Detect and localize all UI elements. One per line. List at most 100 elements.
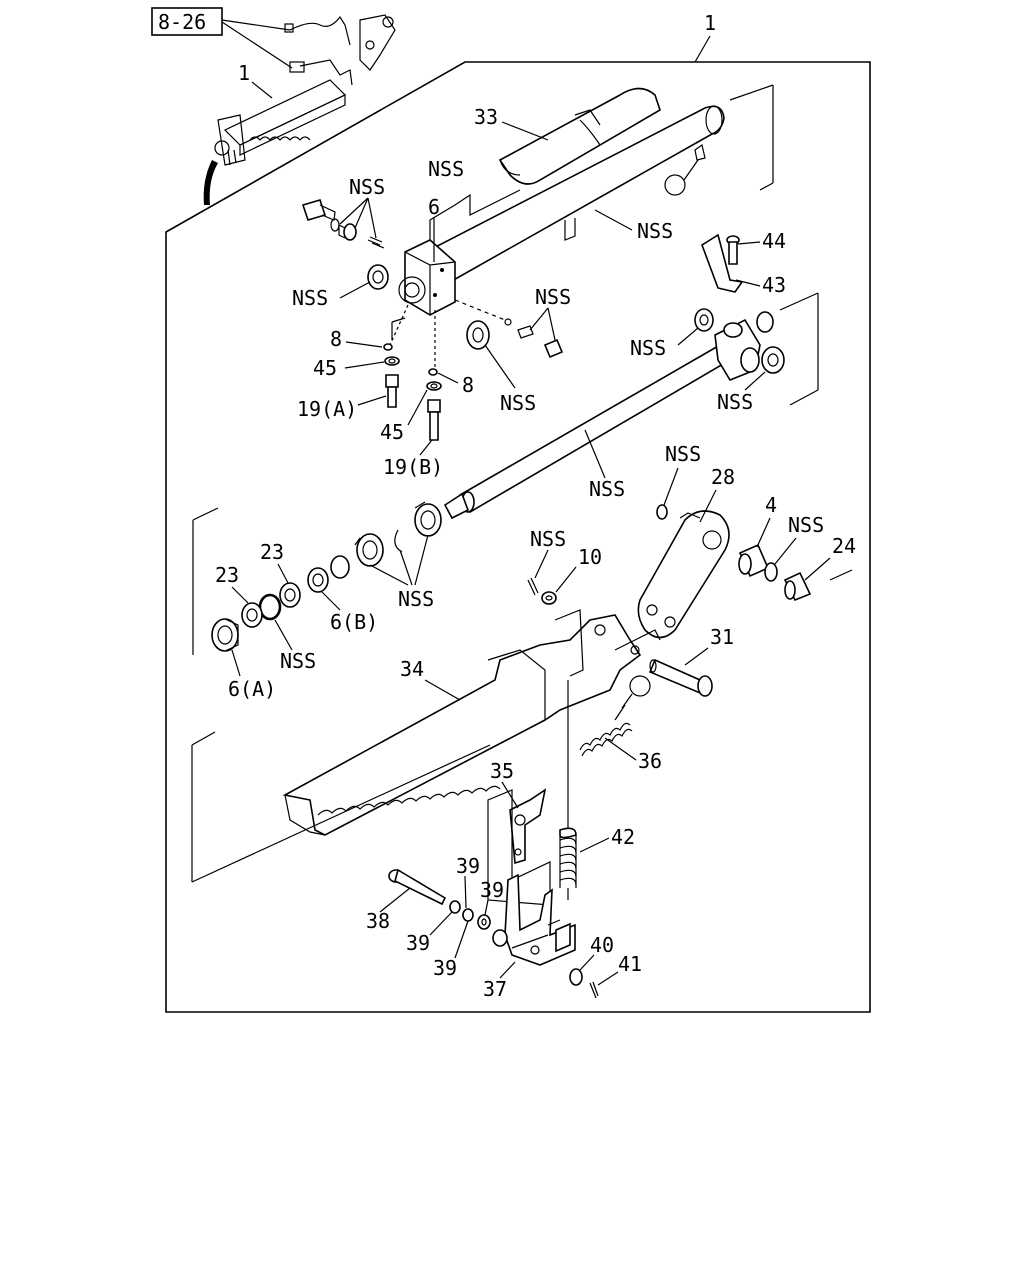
label-34: 34 xyxy=(400,657,424,681)
leader-6a xyxy=(231,649,241,677)
leader-39-b xyxy=(484,899,489,916)
part-31-pin[interactable] xyxy=(648,658,713,697)
part-40-washer[interactable] xyxy=(569,968,583,986)
t-joint[interactable] xyxy=(714,318,761,381)
leader-nss-t-bottom xyxy=(744,371,766,391)
dashed-line-19a xyxy=(389,304,409,346)
leader-nss-bushings-1 xyxy=(414,534,429,586)
bushing-nss-1[interactable] xyxy=(414,501,442,537)
part-6a[interactable] xyxy=(211,618,239,652)
leader-nss-plug-1 xyxy=(529,307,549,331)
leader-23-a xyxy=(231,586,249,604)
label-nss-t-bottom: NSS xyxy=(717,390,753,414)
part-19b-fitting[interactable] xyxy=(427,399,441,441)
leader-44 xyxy=(737,241,761,245)
label-45-b: 45 xyxy=(380,420,404,444)
ring-nss[interactable] xyxy=(394,529,403,553)
upper-tube[interactable] xyxy=(419,105,725,283)
leader-35 xyxy=(501,781,519,809)
part-45-b[interactable] xyxy=(426,381,442,391)
reference-circle-a-mid xyxy=(629,675,651,697)
seal-t-bottom[interactable] xyxy=(761,346,785,374)
leader-8-b xyxy=(437,372,459,384)
split-pin-nss[interactable] xyxy=(527,577,539,596)
leader-38 xyxy=(379,887,411,913)
bracket-right-lower xyxy=(829,569,853,581)
part-19a-fitting[interactable] xyxy=(385,374,399,408)
part-36-spring[interactable] xyxy=(579,704,633,757)
leader-40 xyxy=(579,954,595,971)
leader-28 xyxy=(699,489,717,523)
washer-left[interactable] xyxy=(367,264,389,290)
leader-34 xyxy=(424,679,461,701)
label-43: 43 xyxy=(762,273,786,297)
part-35-bracket[interactable] xyxy=(509,788,547,865)
part-24-bushing[interactable] xyxy=(783,571,812,602)
part-39-c[interactable] xyxy=(477,914,491,930)
part-10-washer[interactable] xyxy=(541,591,557,605)
bracket-right-top-b xyxy=(759,182,774,191)
part-23-b[interactable] xyxy=(279,582,301,608)
part-23-a[interactable] xyxy=(241,602,263,628)
part-33-cover[interactable] xyxy=(498,87,661,185)
leader-assembly xyxy=(694,35,711,63)
bracket-right-top xyxy=(729,84,774,101)
leader-39-c xyxy=(429,911,453,936)
label-39-b: 39 xyxy=(480,878,504,902)
seal-center[interactable] xyxy=(466,320,490,350)
label-nss-tube: NSS xyxy=(637,219,673,243)
label-28: 28 xyxy=(711,465,735,489)
label-nss-t-left: NSS xyxy=(630,336,666,360)
seal-t-right[interactable] xyxy=(756,311,774,333)
long-shaft[interactable] xyxy=(443,343,732,520)
part-6b[interactable] xyxy=(307,567,329,593)
label-nss-4: NSS xyxy=(788,513,824,537)
part-37-bracket[interactable] xyxy=(504,873,576,966)
part-42-spring[interactable] xyxy=(559,827,577,900)
label-nss-shaft: NSS xyxy=(589,477,625,501)
leader-39-d xyxy=(454,920,469,959)
valve-block[interactable] xyxy=(398,189,521,316)
leader-nss-bolts-1 xyxy=(339,197,369,225)
part-8-a[interactable] xyxy=(383,343,393,351)
label-nss-seal: NSS xyxy=(500,391,536,415)
reference-circle-a-top xyxy=(664,174,686,196)
label-4: 4 xyxy=(765,493,777,517)
reference-box[interactable] xyxy=(151,7,223,36)
part-39-a[interactable] xyxy=(449,900,461,914)
label-33: 33 xyxy=(474,105,498,129)
part-34-channel[interactable] xyxy=(282,609,661,836)
leader-nss-bushings-3 xyxy=(369,564,409,586)
part-4-bushing[interactable] xyxy=(738,543,770,578)
plug-small[interactable] xyxy=(504,318,564,359)
o-ring-nss[interactable] xyxy=(258,593,282,621)
leader-nss-bolts-2 xyxy=(354,197,369,229)
ring-nss-28[interactable] xyxy=(656,504,668,520)
part-28-arm[interactable] xyxy=(637,510,730,639)
leader-nss-4 xyxy=(774,537,797,565)
part-8-b[interactable] xyxy=(428,368,438,376)
leader-41 xyxy=(597,971,619,986)
label-6b: 6(B) xyxy=(330,610,378,634)
label-nss-bolts: NSS xyxy=(349,175,385,199)
part-39-b[interactable] xyxy=(462,908,474,922)
leader-ref-1 xyxy=(221,19,291,31)
part-44-bolt[interactable] xyxy=(726,235,740,265)
washer-6b-ring[interactable] xyxy=(330,555,350,579)
leader-ref-2 xyxy=(221,21,293,69)
part-41-pin[interactable] xyxy=(589,981,599,999)
seal-t-left[interactable] xyxy=(694,308,714,332)
label-nss-washer-left: NSS xyxy=(292,286,328,310)
part-38-bolt[interactable] xyxy=(388,868,447,906)
bushing-nss-2[interactable] xyxy=(354,533,384,567)
bolt-set-upper[interactable] xyxy=(301,199,385,249)
label-10: 10 xyxy=(578,545,602,569)
leader-nss-shaft xyxy=(584,429,606,479)
leader-nss-28 xyxy=(663,467,679,506)
bracket-left-lower xyxy=(191,731,216,746)
part-45-a[interactable] xyxy=(384,356,400,366)
ring-nss-4[interactable] xyxy=(764,562,778,582)
leader-nss-seal xyxy=(484,344,516,389)
part-39-d[interactable] xyxy=(492,929,508,947)
